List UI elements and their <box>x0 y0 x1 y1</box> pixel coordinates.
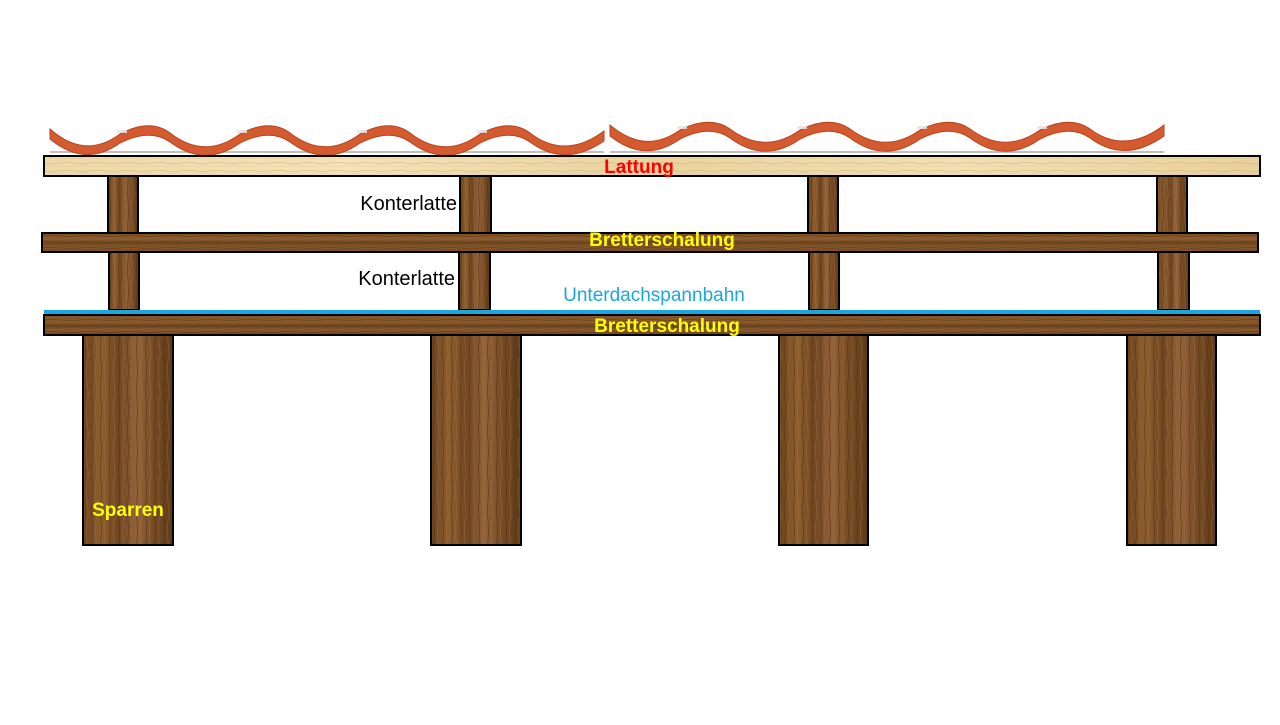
konterlatte-top-label: Konterlatte <box>360 193 457 215</box>
roof-tile-strip-right <box>609 121 1165 152</box>
sparren-rafter <box>1126 334 1217 546</box>
bretterschalung-top-label: Bretterschalung <box>589 230 735 251</box>
konterlatte-post <box>1156 175 1188 234</box>
konterlatte-bottom-label: Konterlatte <box>358 268 455 290</box>
bretterschalung-upper-board <box>41 232 1259 253</box>
lattung-label: Lattung <box>604 157 674 178</box>
unterdachspannbahn-label: Unterdachspannbahn <box>563 285 745 306</box>
sparren-rafter <box>778 334 869 546</box>
bretterschalung-lower-board <box>43 314 1261 336</box>
unterdachspannbahn-membrane <box>44 310 1260 315</box>
konterlatte-post <box>108 251 140 311</box>
konterlatte-post <box>107 175 139 234</box>
sparren-row <box>82 334 1217 546</box>
roof-tile-wave <box>49 121 1165 156</box>
sparren-label: Sparren <box>92 500 164 521</box>
konterlatte-post <box>459 175 492 234</box>
roof-tile-strip-left <box>49 125 605 156</box>
konterlatte-upper-row <box>107 175 1188 234</box>
lattung-board <box>43 155 1261 177</box>
sparren-rafter <box>82 334 174 546</box>
konterlatte-post <box>807 175 839 234</box>
sparren-rafter <box>430 334 522 546</box>
konterlatte-post <box>1157 251 1190 311</box>
konterlatte-post <box>458 251 491 311</box>
konterlatte-post <box>808 251 840 311</box>
konterlatte-lower-row <box>108 251 1190 311</box>
bretterschalung-bottom-label: Bretterschalung <box>594 316 740 337</box>
